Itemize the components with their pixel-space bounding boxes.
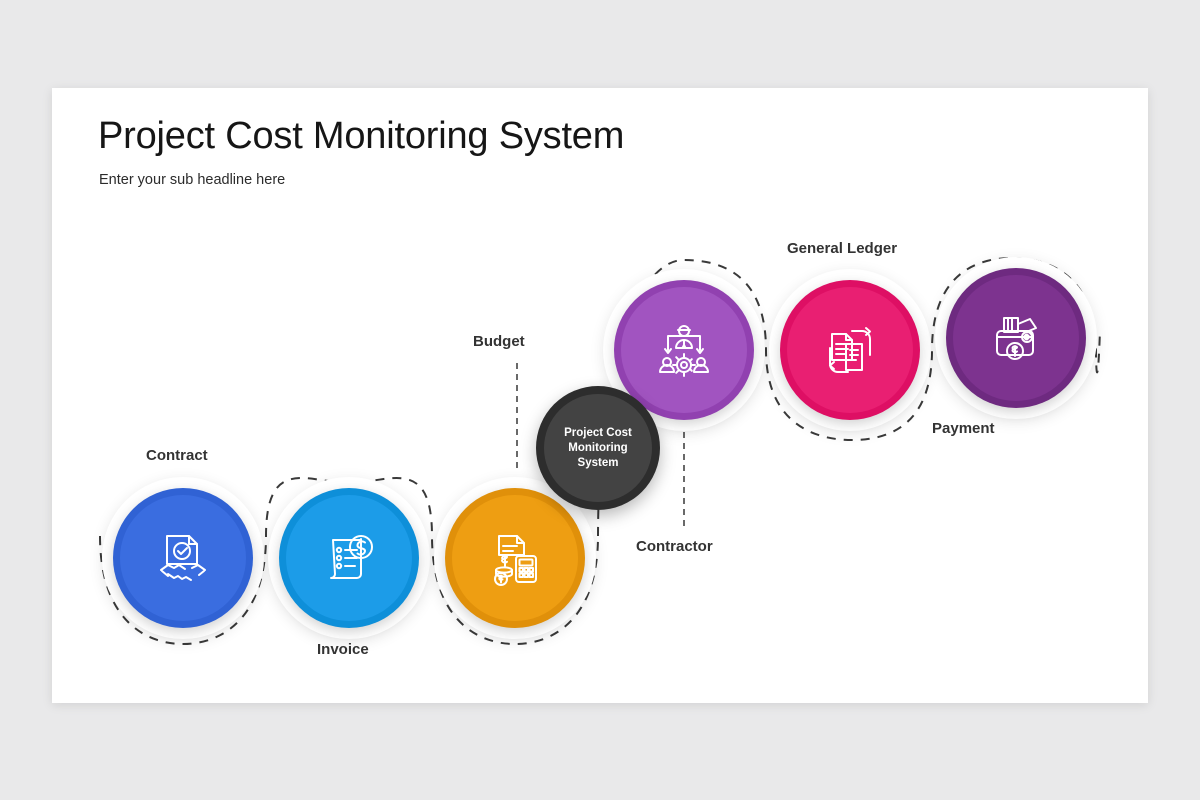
contractor-orgchart-gear-icon xyxy=(652,318,716,382)
contract-handshake-icon xyxy=(151,526,215,590)
center-hub-line-1: Project Cost xyxy=(564,426,632,439)
step-label-general-ledger: General Ledger xyxy=(787,240,898,257)
page-title: Project Cost Monitoring System xyxy=(98,115,625,157)
step-label-invoice: Invoice xyxy=(317,641,369,658)
center-hub-node[interactable]: Project Cost Monitoring System xyxy=(536,386,660,510)
center-hub-line-2: Monitoring xyxy=(568,441,628,454)
step-label-contract: Contract xyxy=(146,447,208,464)
step-node-invoice[interactable] xyxy=(268,477,430,639)
step-label-budget: Budget xyxy=(473,333,525,350)
step-label-contractor: Contractor xyxy=(636,538,713,555)
presentation-slide: Project Cost Monitoring System Enter you… xyxy=(52,88,1148,703)
step-node-payment[interactable] xyxy=(935,257,1097,419)
process-diagram: Contract xyxy=(52,88,1148,703)
page-subtitle: Enter your sub headline here xyxy=(99,172,286,188)
center-hub-line-3: System xyxy=(577,456,619,469)
step-label-payment: Payment xyxy=(932,420,995,437)
payment-wallet-cash-icon xyxy=(984,306,1048,370)
budget-calculator-coins-icon xyxy=(483,526,547,590)
invoice-receipt-dollar-icon xyxy=(317,526,381,590)
step-node-budget[interactable] xyxy=(434,477,596,639)
step-node-general-ledger[interactable] xyxy=(769,269,931,431)
step-node-contract[interactable] xyxy=(102,477,264,639)
general-ledger-documents-sync-icon xyxy=(818,318,882,382)
center-hub-label: Project Cost Monitoring System xyxy=(536,386,660,510)
